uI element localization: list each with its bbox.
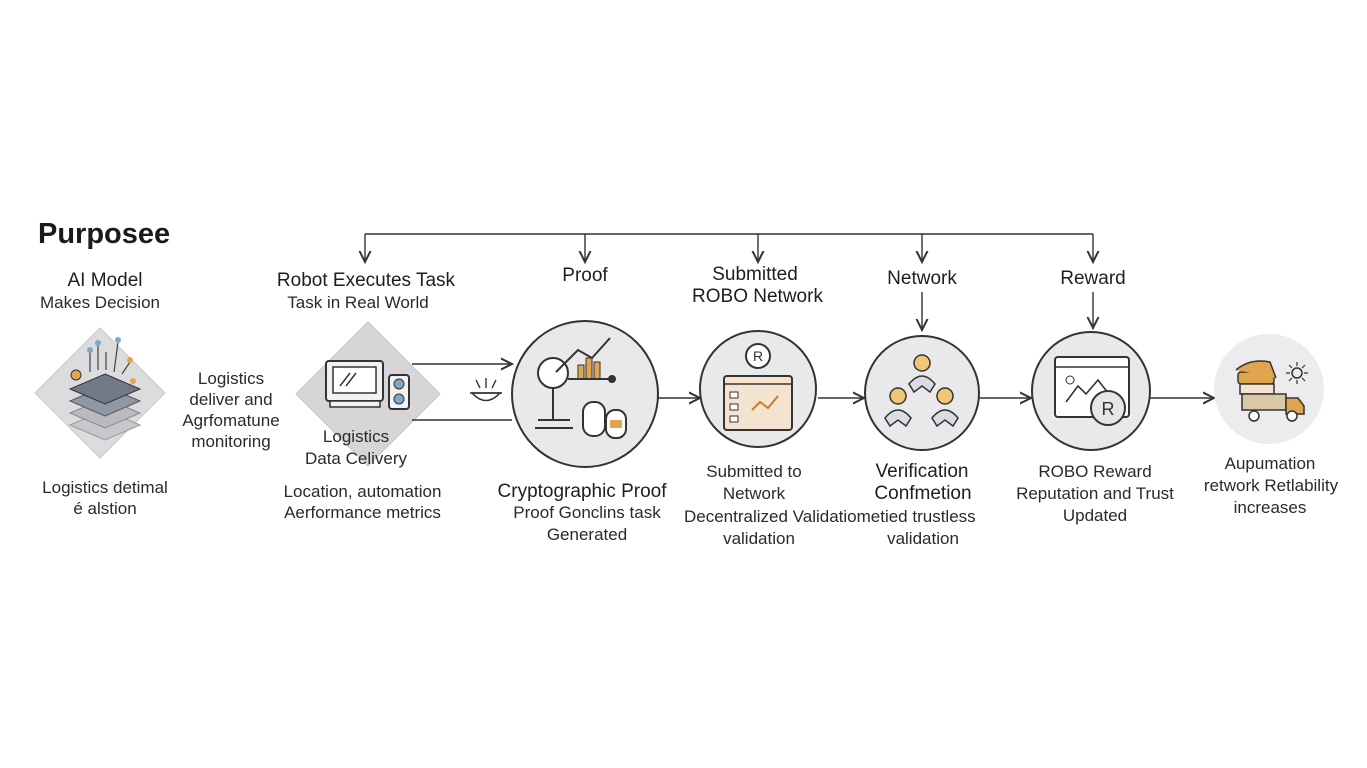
reward-chart-icon: R	[1031, 331, 1151, 451]
verification-foot-line3: validation	[887, 529, 959, 548]
logistics-side-line4: monitoring	[191, 432, 271, 451]
ai-chip-layers-icon	[34, 327, 166, 459]
final-foot-line2: retwork Retlability	[1203, 476, 1339, 495]
robot-inner-line1: Logistics	[322, 427, 390, 446]
robot-executes-label: Robot Executes Task	[276, 270, 456, 291]
submitted-foot-line3: Decentralized Validatiometied trustless	[684, 507, 976, 526]
certificate-dashboard-icon: R	[699, 330, 817, 448]
people-network-icon	[864, 335, 980, 451]
reward-label: Reward	[1060, 268, 1126, 289]
reward-foot-line1: ROBO Reward	[1038, 462, 1152, 481]
page-title: Purposee	[38, 218, 171, 250]
network-label: Network	[887, 268, 957, 289]
proof-foot-line2: Proof Gonclins task	[513, 503, 661, 522]
robot-foot-line2: Aerformance metrics	[284, 503, 441, 522]
submitted-foot-line1: Submitted to	[706, 462, 802, 481]
bowl-icon	[470, 378, 502, 402]
robot-inner-line2: Data Celivery	[304, 449, 408, 468]
ai-foot-line2: é alstion	[73, 499, 137, 518]
proof-foot-line1: Cryptographic Proof	[497, 481, 667, 502]
lab-chart-machine-icon	[511, 320, 659, 468]
logistics-side-line3: Agrfomatune	[182, 411, 280, 430]
monitor-device-icon	[295, 321, 441, 467]
submitted-foot-line2: Network	[722, 484, 786, 503]
robot-foot-line1: Location, automation	[283, 482, 442, 501]
ai-foot-line1: Logistics detimal	[42, 478, 168, 497]
submitted-label: Submitted	[712, 264, 798, 285]
svg-text:R: R	[1102, 399, 1115, 419]
truck-cargo-icon	[1214, 334, 1324, 444]
final-foot-line3: increases	[1233, 498, 1307, 517]
robo-network-label: ROBO Network	[692, 286, 823, 307]
ai-decision-label: Makes Decision	[40, 293, 160, 312]
submitted-foot-line4: validation	[723, 529, 795, 548]
reward-foot-line3: Updated	[1062, 506, 1128, 525]
svg-text:R: R	[753, 348, 763, 364]
logistics-side-line2: deliver and	[189, 390, 273, 409]
proof-foot-line3: Generated	[546, 525, 628, 544]
final-foot-line1: Aupumation	[1224, 454, 1316, 473]
robot-real-world-label: Task in Real World	[287, 293, 429, 312]
proof-label: Proof	[562, 265, 608, 286]
verification-foot-line2: Confmetion	[874, 483, 972, 504]
verification-foot-line1: Verification	[875, 461, 969, 482]
ai-model-label: AI Model	[67, 270, 143, 291]
top-bus-connector	[365, 233, 1093, 330]
reward-foot-line2: Reputation and Trust	[1016, 484, 1174, 503]
logistics-side-line1: Logistics	[197, 369, 265, 388]
